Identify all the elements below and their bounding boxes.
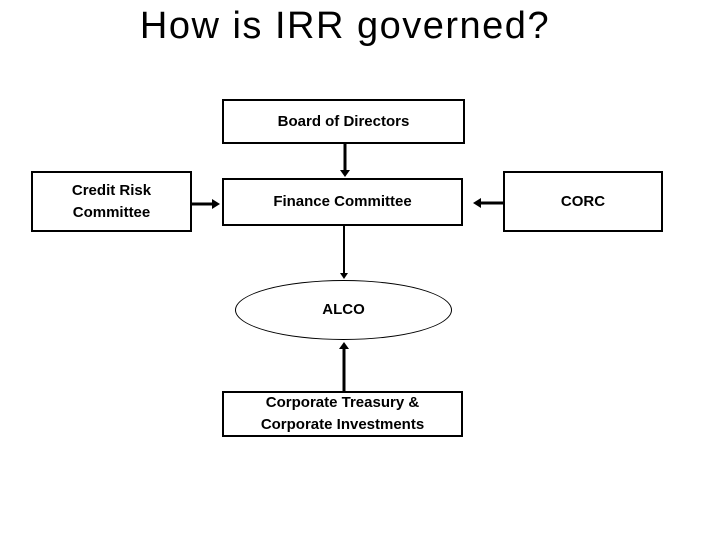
arrow-head-down-icon (339, 170, 350, 177)
slide-title: How is IRR governed? (139, 5, 551, 47)
node-board-of-directors: Board of Directors (222, 99, 465, 144)
node-credit-risk-committee: Credit Risk Committee (31, 171, 192, 232)
arrow-shaft (480, 201, 503, 204)
arrow-head-right-icon (212, 198, 220, 209)
arrow-shaft (342, 226, 345, 274)
arrow-head-left-icon (473, 197, 481, 208)
node-corc: CORC (503, 171, 663, 232)
node-finance-committee: Finance Committee (222, 178, 463, 226)
node-treasury-label-line2: Corporate Investments (260, 416, 425, 433)
node-corc-label: CORC (560, 192, 606, 210)
node-alco-label: ALCO (322, 301, 365, 318)
arrow-shaft (343, 144, 346, 171)
node-finance-label: Finance Committee (273, 193, 412, 210)
node-credit-risk-label-line1: Credit Risk (71, 181, 152, 199)
arrow-head-up-icon (338, 342, 349, 349)
arrow-finance-to-alco (339, 226, 348, 279)
node-board-label: Board of Directors (277, 112, 410, 130)
node-treasury-label-line1: Corporate Treasury & (265, 394, 420, 411)
arrow-treasury-to-alco (338, 342, 349, 391)
node-corporate-treasury: Corporate Treasury & Corporate Investmen… (222, 391, 463, 437)
arrow-shaft (192, 202, 213, 205)
arrow-board-to-finance (339, 144, 350, 177)
arrow-credit-risk-to-finance (192, 198, 220, 209)
node-credit-risk-label-line2: Committee (72, 203, 151, 221)
arrow-head-down-icon (339, 273, 348, 279)
arrow-corc-to-finance (473, 197, 503, 208)
arrow-shaft (342, 348, 345, 391)
node-alco: ALCO (235, 280, 452, 340)
